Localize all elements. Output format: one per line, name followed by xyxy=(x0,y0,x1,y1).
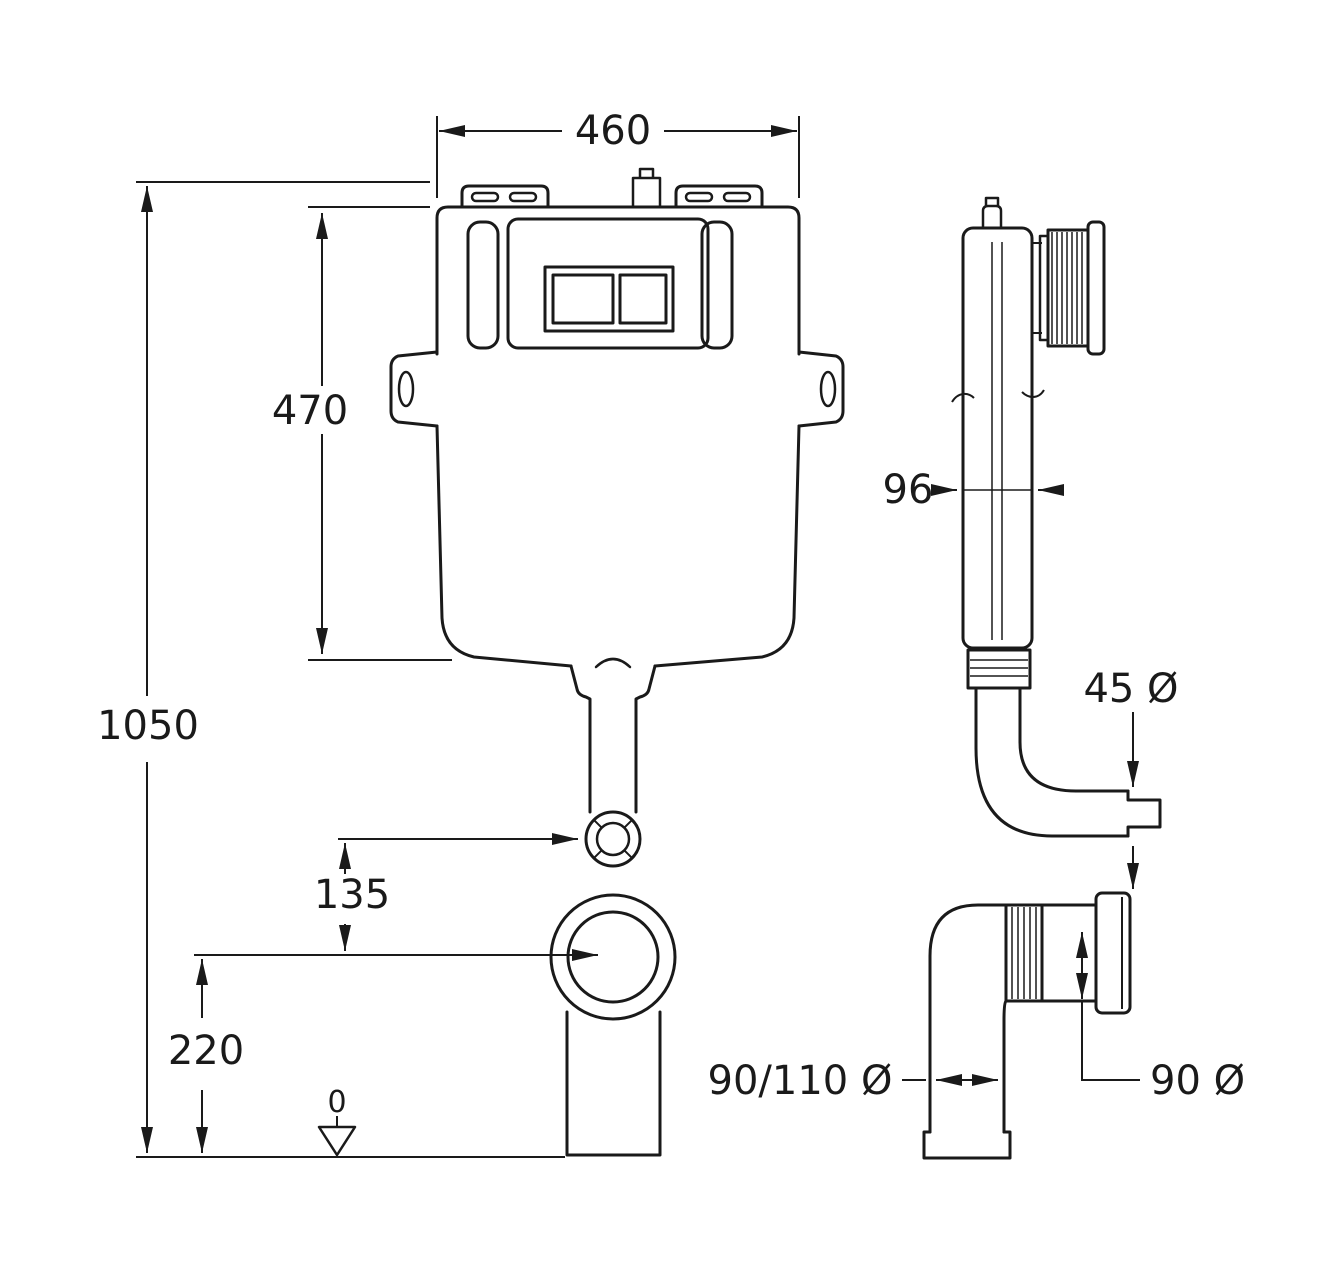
dim-1050: 1050 xyxy=(97,181,565,1158)
right-wing-hole xyxy=(819,370,837,408)
side-view-cistern xyxy=(922,196,1162,1160)
tab-slot xyxy=(722,191,752,203)
tab-slot xyxy=(508,191,538,203)
side-tank-inner-lines xyxy=(991,242,1003,640)
left-fixing-rail xyxy=(466,220,500,350)
datum-symbol: 0 xyxy=(317,1085,357,1157)
dim-470-label: 470 xyxy=(272,388,348,434)
flush-plate-window xyxy=(543,265,675,333)
outlet-socket-inner xyxy=(566,910,660,1004)
right-wing-bracket xyxy=(797,350,845,428)
elbow-outer xyxy=(928,903,1008,1134)
dim-45: 45 Ø xyxy=(1083,666,1179,889)
dim-90: 90 Ø xyxy=(1076,932,1245,1104)
dim-220-label: 220 xyxy=(168,1028,244,1074)
dim-1050-label: 1050 xyxy=(97,703,199,749)
bend-inner xyxy=(1018,740,1130,793)
dim-135-label: 135 xyxy=(314,872,390,918)
break-marks xyxy=(951,389,1045,403)
right-fixing-rail xyxy=(700,220,734,350)
dim-96: 96 xyxy=(883,467,1064,513)
dim-90-leader xyxy=(1081,1002,1140,1081)
dim-45-label: 45 Ø xyxy=(1083,666,1178,712)
datum-triangle xyxy=(317,1125,357,1157)
tab-slot xyxy=(470,191,500,203)
mounting-tabs xyxy=(460,184,764,209)
tab-slot xyxy=(684,191,714,203)
dim-220: 220 xyxy=(168,949,598,1153)
flush-valve-ticks xyxy=(593,819,633,859)
spool-ribs xyxy=(1051,232,1083,344)
flush-valve-inner xyxy=(595,821,631,857)
side-tank-body xyxy=(961,226,1034,650)
dim-96-label: 96 xyxy=(883,467,934,513)
dim-90-110-label: 90/110 Ø xyxy=(708,1058,893,1104)
neck-arc-detail xyxy=(594,657,632,669)
dim-470: 470 xyxy=(272,206,452,661)
dim-460-label: 460 xyxy=(575,108,651,154)
bend-outer xyxy=(974,746,1130,838)
dim-1050-extensions xyxy=(136,181,565,1158)
dim-460: 460 xyxy=(436,108,800,198)
datum-zero-label: 0 xyxy=(327,1085,346,1120)
tank-neck xyxy=(569,664,657,814)
spool-right-flange xyxy=(1086,220,1106,356)
elbow-inner xyxy=(1002,999,1008,1134)
elbow-bell-end xyxy=(922,1130,1012,1160)
outlet-pipe xyxy=(565,1010,662,1157)
dim-90-label: 90 Ø xyxy=(1150,1058,1245,1104)
dim-135: 135 xyxy=(314,833,578,951)
coupling-ribs xyxy=(970,659,1028,677)
outlet-socket-outer xyxy=(549,893,677,1021)
dimension-annotations: 460 470 1050 135 220 xyxy=(97,108,1245,1158)
left-wing-bracket xyxy=(389,350,439,428)
dim-470-extensions xyxy=(308,206,452,661)
dim-460-extensions xyxy=(436,116,800,198)
front-view-cistern xyxy=(389,167,845,1157)
inlet-spigot xyxy=(1126,789,1162,838)
elbow-flange xyxy=(1094,891,1132,1015)
tank-top-outline xyxy=(435,205,801,356)
left-wing-hole xyxy=(397,370,415,408)
elbow-coupling-ribs xyxy=(1011,907,1037,999)
side-top-fitting xyxy=(981,196,1003,230)
dim-90-110: 90/110 Ø xyxy=(708,1058,998,1104)
elbow-socket xyxy=(1040,903,1098,1003)
tank-right-side xyxy=(653,424,801,668)
top-fitting xyxy=(631,167,662,209)
down-pipe xyxy=(974,686,1022,750)
flush-button-large xyxy=(551,273,615,325)
tank-left-side xyxy=(435,424,573,668)
flush-button-small xyxy=(618,273,668,325)
bottom-coupling xyxy=(966,648,1032,690)
flush-plate xyxy=(506,217,710,350)
